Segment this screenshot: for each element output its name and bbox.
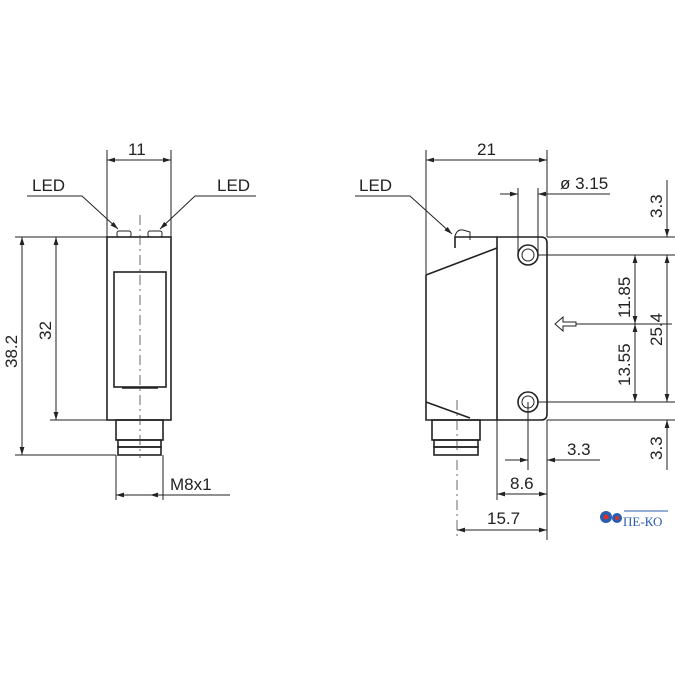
dim-width-21: 21 [477, 140, 496, 159]
dim-front-depth: 8.6 [510, 474, 534, 493]
dim-height-38-2: 38.2 [2, 335, 21, 368]
sensor-body-front [106, 236, 172, 421]
front-view: 11 LED LED 38.2 32 M8x1 [2, 140, 256, 500]
dim-bottom-offset: 3.3 [647, 436, 666, 460]
dim-connector-offset: 15.7 [487, 509, 520, 528]
lens-window [113, 271, 167, 388]
logo-text: ПЕ-КО [623, 514, 662, 529]
dim-hole-spacing: 25.4 [647, 313, 666, 346]
led-left [116, 230, 132, 238]
led-right [147, 230, 163, 238]
dim-lower-spacing: 13.55 [615, 343, 634, 386]
sensor-body-side [425, 247, 498, 421]
light-direction-arrow-icon [554, 315, 577, 333]
dim-hole-diameter: ø 3.15 [560, 174, 608, 193]
led-side [454, 229, 471, 246]
led-label-right: LED [217, 176, 250, 195]
dim-thread: M8x1 [170, 475, 212, 494]
dim-height-32: 32 [36, 321, 55, 340]
sensor-front-face [496, 236, 548, 421]
connector-front [115, 419, 164, 456]
side-view: 21 LED ø 3.15 11.85 13.55 25.4 3.3 3.3 3… [355, 140, 675, 540]
connector-side [431, 419, 481, 456]
dim-top-offset: 3.3 [647, 194, 666, 218]
mounting-hole-top [517, 244, 539, 266]
dim-upper-spacing: 11.85 [615, 277, 634, 318]
led-label-side: LED [359, 176, 392, 195]
dim-hole-x-offset: 3.3 [567, 440, 591, 459]
dim-width-11: 11 [128, 140, 146, 159]
company-logo: ПЕ-КО [600, 510, 668, 529]
led-label-left: LED [32, 176, 65, 195]
